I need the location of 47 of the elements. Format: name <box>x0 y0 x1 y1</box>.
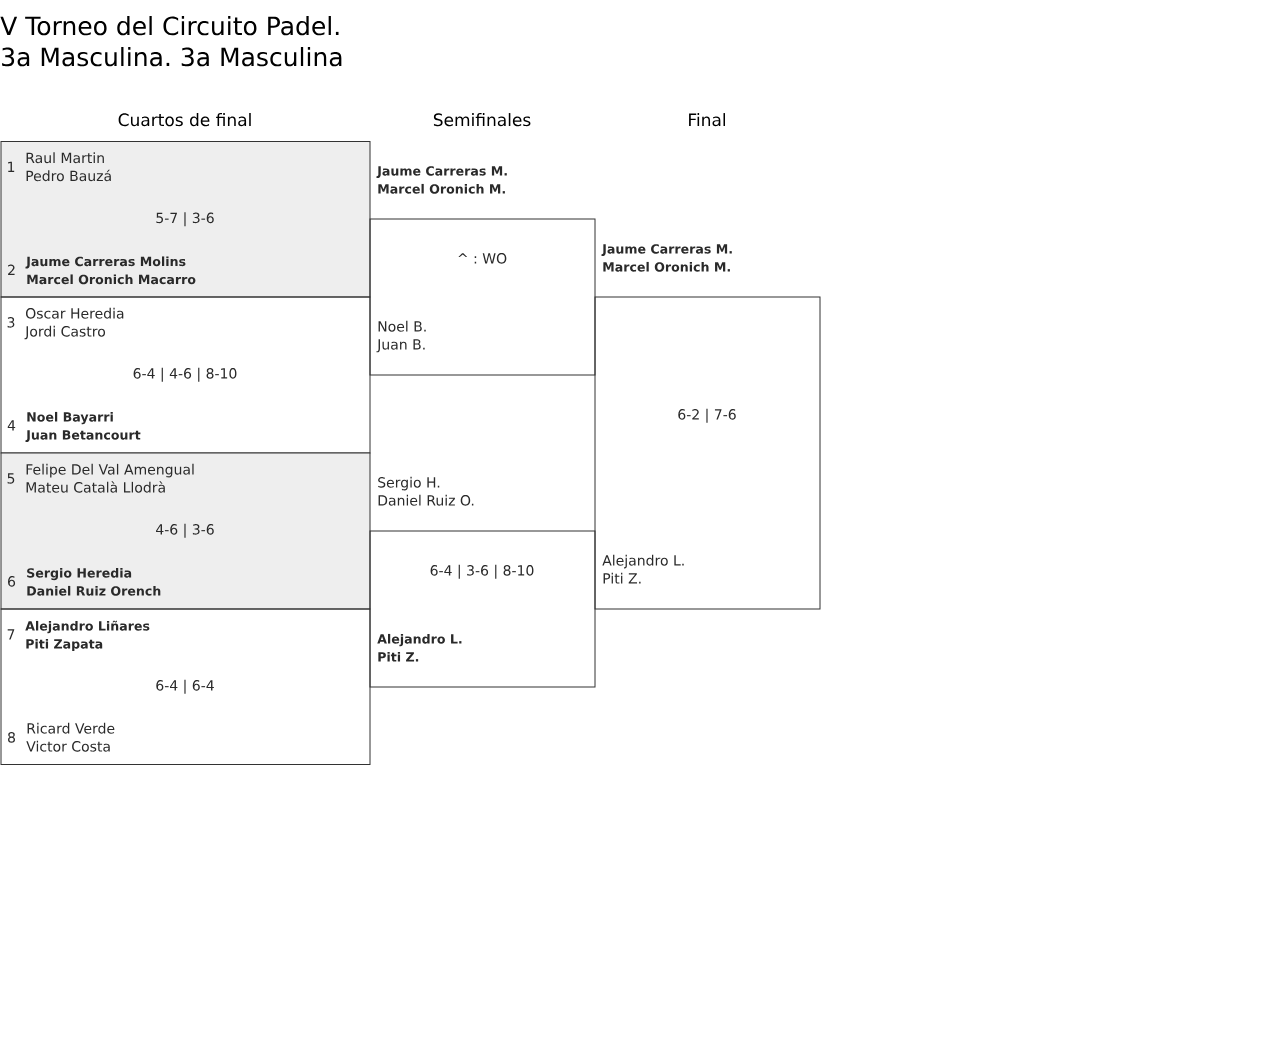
player-name: Noel B. <box>378 320 426 332</box>
player-name: Piti Z. <box>603 572 641 584</box>
player-name: Juan Betancourt <box>25 430 141 442</box>
seed-number: 8 <box>8 732 15 743</box>
match-score: ^ : WO <box>458 253 507 264</box>
seed-number: 6 <box>8 576 16 587</box>
seed-number: 2 <box>8 264 15 275</box>
player-name: Piti Zapata <box>26 638 103 652</box>
player-name: Alejandro L. <box>602 554 684 569</box>
player-name: Jordi Castro <box>24 325 106 340</box>
player-name: Marcel Oronich M. <box>603 261 730 272</box>
player-name: Sergio H. <box>378 476 440 491</box>
player-name: Alejandro Liñares <box>25 620 150 634</box>
match-score: 6-4 | 3-6 | 8-10 <box>430 564 534 579</box>
seed-number: 5 <box>7 473 15 484</box>
player-name: Marcel Oronich M. <box>378 183 505 194</box>
match-score: 4-6 | 3-6 <box>156 523 214 538</box>
player-name: Victor Costa <box>26 740 110 752</box>
player-name: Daniel Ruiz Orench <box>27 585 161 596</box>
player-name: Jaume Carreras M. <box>601 244 732 256</box>
match-score: 6-4 | 6-4 <box>156 679 214 694</box>
player-name: Ricard Verde <box>27 722 115 734</box>
match-score: 6-4 | 4-6 | 8-10 <box>133 367 237 382</box>
player-name: Piti Z. <box>378 651 419 662</box>
seed-number: 1 <box>8 161 15 172</box>
player-name: Mateu Català Llodrà <box>26 481 165 493</box>
match-score: 6-2 | 7-6 <box>678 408 736 423</box>
subtitle: 3a Masculina. 3a Masculina <box>2 47 342 67</box>
column-header: Semifinales <box>433 113 531 127</box>
player-name: Jaume Carreras M. <box>376 166 507 178</box>
match-score: 5-7 | 3-6 <box>156 212 214 227</box>
seed-number: 7 <box>7 629 15 640</box>
player-name: Jaume Carreras Molins <box>25 256 186 269</box>
player-name: Daniel Ruiz O. <box>378 494 474 506</box>
player-name: Alejandro L. <box>377 633 462 647</box>
player-name: Noel Bayarri <box>27 411 113 425</box>
player-name: Oscar Heredia <box>26 307 124 319</box>
player-name: Sergio Heredia <box>27 567 132 581</box>
player-name: Pedro Bauzá <box>26 169 111 182</box>
player-name: Marcel Oronich Macarro <box>27 274 196 285</box>
player-name: Raul Martin <box>26 152 104 164</box>
seed-number: 4 <box>7 420 16 431</box>
title: V Torneo del Circuito Padel. <box>0 16 339 36</box>
seed-number: 3 <box>7 317 15 328</box>
player-name: Felipe Del Val Amengual <box>26 463 194 478</box>
player-name: Juan B. <box>376 339 425 353</box>
column-header: Final <box>689 113 726 127</box>
